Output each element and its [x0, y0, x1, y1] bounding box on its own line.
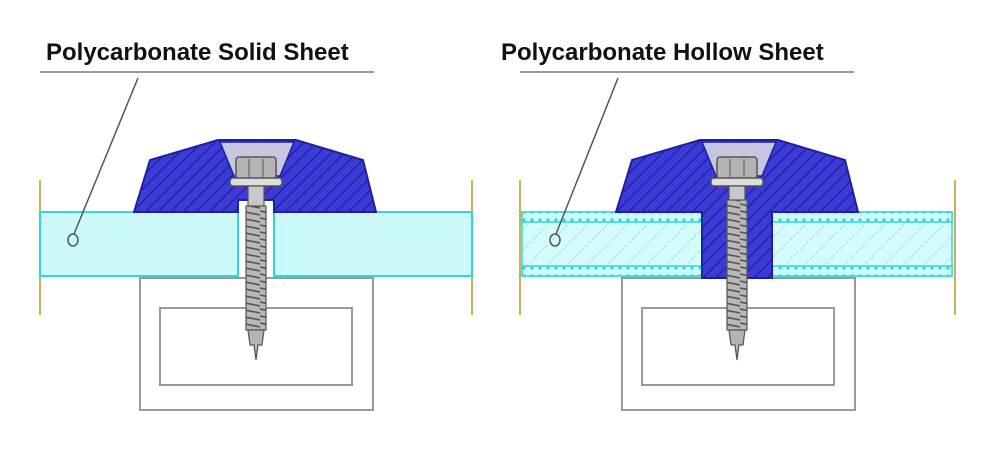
hollow-leader-target	[549, 233, 561, 247]
hollow-sheet-right	[771, 211, 953, 277]
solid-sheet-panel: Polycarbonate Solid Sheet	[39, 39, 473, 411]
hollow-screw-drill-tip	[728, 329, 746, 361]
solid-screw-drill-tip	[247, 329, 265, 361]
solid-screw-washer	[229, 177, 283, 187]
hollow-sheet-left	[521, 211, 703, 277]
hollow-leader-line	[555, 77, 619, 235]
hollow-screw	[710, 156, 764, 361]
hollow-screw-head	[716, 156, 758, 180]
solid-sheet-right	[273, 211, 473, 277]
solid-sheet-left	[39, 211, 239, 277]
solid-leader-line	[73, 77, 139, 235]
solid-leader-target	[67, 233, 79, 247]
hollow-sheet-title: Polycarbonate Hollow Sheet	[501, 39, 824, 66]
solid-screw	[229, 156, 283, 361]
solid-screw-thread	[245, 205, 267, 331]
hollow-sheet-panel: Polycarbonate Hollow Sheet	[501, 39, 956, 411]
solid-sheet-title: Polycarbonate Solid Sheet	[46, 39, 349, 66]
hollow-screw-washer	[710, 177, 764, 187]
solid-screw-head	[235, 156, 277, 180]
hollow-screw-thread	[726, 199, 748, 331]
solid-screw-shank	[247, 185, 265, 209]
